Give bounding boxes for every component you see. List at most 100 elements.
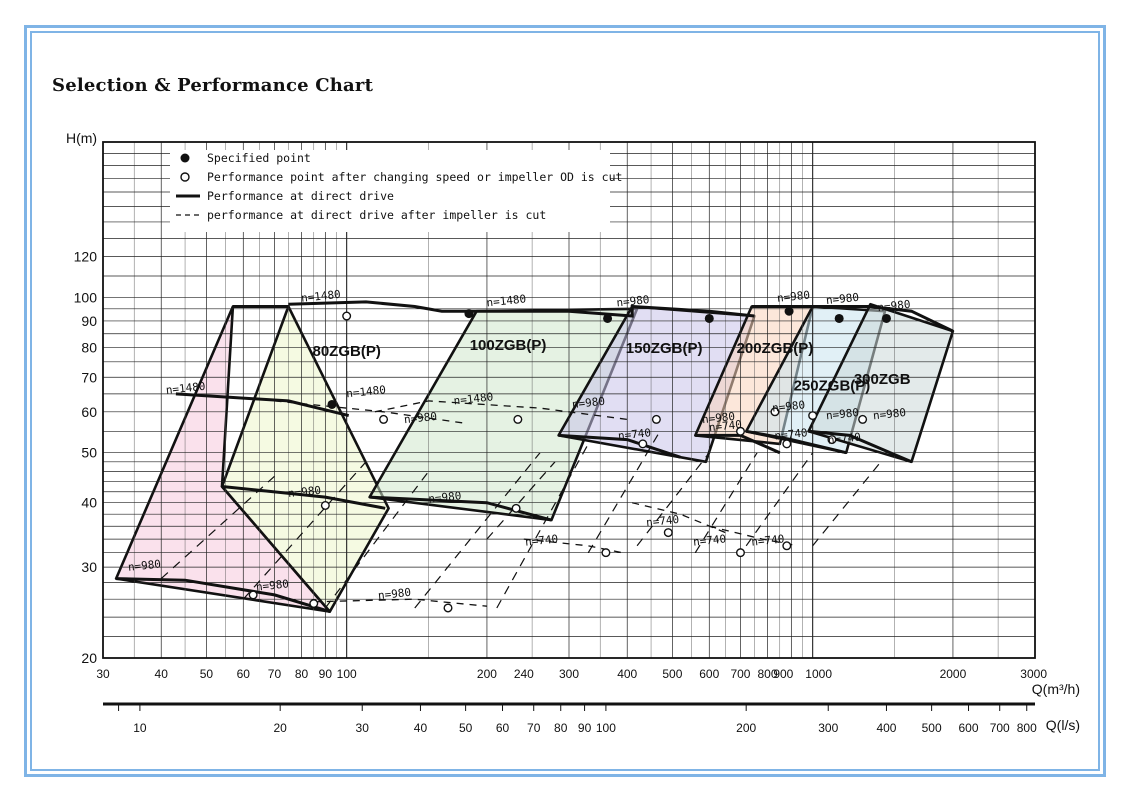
x-tick-label-10: 300 <box>559 667 579 681</box>
curve-11 <box>274 400 466 424</box>
speed-label-24: n=740 <box>751 532 785 548</box>
x-tick-label-17: 1000 <box>805 667 832 681</box>
curve-1 <box>288 300 755 318</box>
speed-label-3: n=980 <box>776 288 810 304</box>
legend-label-3: performance at direct drive after impell… <box>207 208 546 222</box>
changed-point-11 <box>770 407 780 417</box>
changed-point-10 <box>735 426 745 436</box>
performance-points <box>248 306 891 613</box>
x-tick-label-14: 700 <box>730 667 750 681</box>
y-axis-label: H(m) <box>66 130 97 146</box>
x-tick-label-19: 3000 <box>1020 667 1047 681</box>
changed-point-16 <box>601 548 611 558</box>
curve-4 <box>221 485 386 510</box>
region-label-1: 100ZGB(P) <box>470 337 547 354</box>
speed-label-2: n=980 <box>616 293 650 309</box>
speed-label-22: n=740 <box>645 513 679 529</box>
speed-label-9: n=980 <box>403 410 437 426</box>
x2-axis-label: Q(l/s) <box>1046 717 1080 733</box>
x-tick-label-15: 800 <box>757 667 777 681</box>
specified-point-2 <box>603 313 613 323</box>
plot-frame <box>102 141 1036 659</box>
changed-point-2 <box>320 500 330 510</box>
changed-point-7 <box>513 414 523 424</box>
speed-label-20: n=980 <box>428 489 462 505</box>
specified-point-6 <box>881 313 891 323</box>
x-tick-label-9: 240 <box>514 667 534 681</box>
x2-tick-label-14: 600 <box>959 721 979 735</box>
legend-specified-icon <box>180 153 190 163</box>
curve-2 <box>751 305 954 333</box>
envelope-dash-7 <box>694 452 758 554</box>
speed-label-12: n=980 <box>771 398 805 414</box>
curve-13 <box>313 598 487 607</box>
specified-point-4 <box>784 306 794 316</box>
legend-changed-icon <box>180 172 190 182</box>
y-tick-label-1: 30 <box>81 559 97 575</box>
speed-label-5: n=980 <box>877 298 911 314</box>
speed-label-17: n=740 <box>774 426 808 442</box>
specified-point-3 <box>704 313 714 323</box>
x-tick-label-4: 70 <box>268 667 282 681</box>
changed-point-0 <box>342 311 352 321</box>
speed-label-6: n=1480 <box>165 380 206 397</box>
speed-label-15: n=740 <box>617 426 651 442</box>
speed-label-0: n=1480 <box>300 288 341 305</box>
x-tick-label-6: 90 <box>319 667 333 681</box>
envelope-dash-10 <box>486 461 556 540</box>
y-tick-label-4: 60 <box>81 404 97 420</box>
x2-tick-label-10: 200 <box>736 721 756 735</box>
speed-label-21: n=740 <box>524 532 558 548</box>
x2-tick-label-9: 100 <box>596 721 616 735</box>
y-tick-label-8: 100 <box>74 289 98 305</box>
envelope-dash-8 <box>745 452 814 547</box>
envelope-dash-9 <box>812 461 882 547</box>
region-label-0: 80ZGB(P) <box>312 343 380 360</box>
speed-label-1: n=1480 <box>486 292 527 309</box>
speed-label-7: n=1480 <box>346 383 387 400</box>
curve-3 <box>175 392 350 418</box>
x-axis-label: Q(m³/h) <box>1032 681 1080 697</box>
x-tick-label-18: 2000 <box>940 667 967 681</box>
speed-label-14: n=980 <box>872 406 906 422</box>
y-tick-label-2: 40 <box>81 495 97 511</box>
envelope-dash-6 <box>636 452 710 547</box>
curve-labels: 80ZGB(P)100ZGB(P)150ZGB(P)200ZGB(P)250ZG… <box>127 288 911 602</box>
legend-label-1: Performance point after changing speed o… <box>207 170 622 184</box>
x-tick-label-12: 500 <box>662 667 682 681</box>
x2-tick-label-1: 20 <box>273 721 287 735</box>
x2-tick-label-16: 800 <box>1017 721 1037 735</box>
speed-label-25: n=980 <box>127 557 161 573</box>
speed-label-23: n=740 <box>692 532 726 548</box>
x-tick-label-16: 900 <box>773 667 793 681</box>
changed-point-18 <box>735 548 745 558</box>
x2-tick-label-5: 60 <box>496 721 510 735</box>
performance-curves <box>116 300 954 614</box>
changed-point-3 <box>511 503 521 513</box>
changed-point-12 <box>782 439 792 449</box>
region-label-4: 250ZGB(P) <box>794 377 871 394</box>
legend-label-2: Performance at direct drive <box>207 189 394 203</box>
changed-point-15 <box>858 414 868 424</box>
envelope-dash-3 <box>414 452 541 609</box>
x-tick-label-5: 80 <box>295 667 309 681</box>
curve-7 <box>558 433 681 459</box>
x-tick-label-0: 30 <box>96 667 110 681</box>
x2-tick-label-11: 300 <box>818 721 838 735</box>
curve-12 <box>374 400 628 421</box>
changed-point-19 <box>782 541 792 551</box>
chart-title: Selection & Performance Chart <box>52 75 374 96</box>
x2-tick-label-13: 500 <box>922 721 942 735</box>
speed-label-19: n=980 <box>287 484 321 500</box>
y-tick-label-3: 50 <box>81 445 97 461</box>
speed-label-26: n=980 <box>255 577 289 593</box>
x2-tick-label-0: 10 <box>133 721 147 735</box>
curve-10 <box>808 429 913 464</box>
x-tick-label-8: 200 <box>477 667 497 681</box>
changed-point-4 <box>248 590 258 600</box>
x2-tick-label-12: 400 <box>876 721 896 735</box>
specified-point-5 <box>834 313 844 323</box>
legend-background <box>170 150 610 232</box>
speed-label-4: n=980 <box>825 291 859 307</box>
